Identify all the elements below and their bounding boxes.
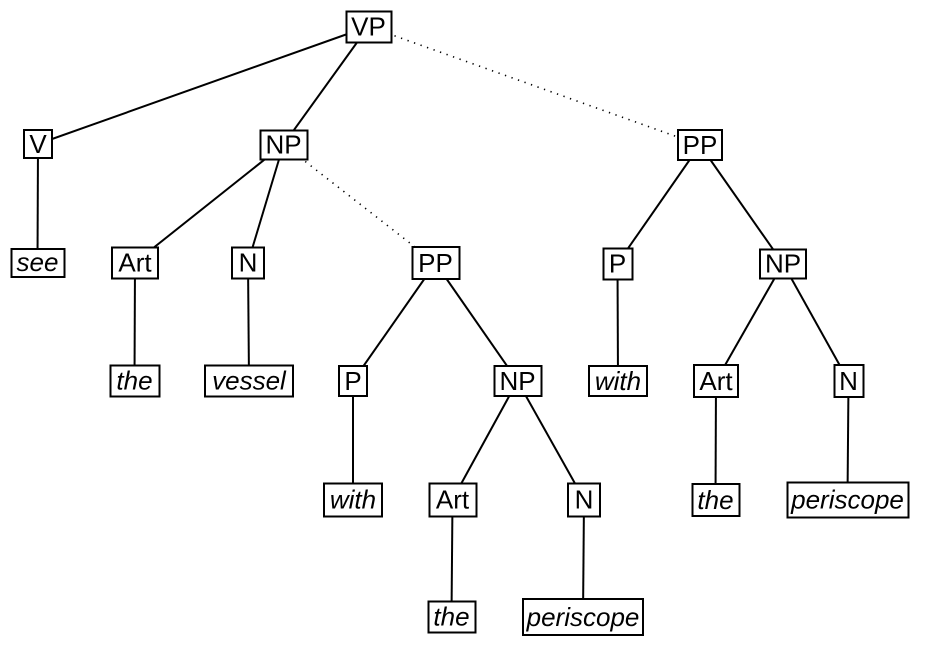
tree-node-pp1: PP (411, 246, 460, 280)
tree-edge-n3-per3 (846, 380, 850, 500)
tree-edge-n1-ves (247, 262, 250, 381)
tree-edge-p2-with2 (616, 263, 619, 382)
tree-node-np3: NP (759, 248, 807, 279)
tree-edge-vp-v (37, 25, 369, 145)
tree-node-art3: Art (693, 364, 739, 398)
tree-node-np2: NP (493, 365, 542, 397)
tree-node-p2: P (602, 247, 633, 280)
tree-edge-np3-art3 (715, 263, 784, 382)
tree-node-n2: N (567, 482, 601, 517)
tree-edge-np1-art1 (134, 143, 285, 264)
tree-leaf-see: see (10, 247, 65, 278)
tree-leaf-the1: the (109, 364, 160, 397)
tree-edge-np2-n2 (516, 380, 585, 500)
tree-edge-np2-art2 (451, 380, 519, 500)
tree-leaf-ves: vessel (204, 364, 294, 397)
tree-leaf-the3: the (691, 483, 740, 517)
tree-node-pp2: PP (677, 129, 723, 161)
tree-node-n3: N (833, 364, 864, 398)
tree-edge-vp-pp2-dotted (368, 25, 701, 146)
tree-edge-n2-per2 (582, 499, 585, 618)
tree-leaf-per2: periscope (522, 598, 644, 636)
tree-leaf-with2: with (588, 365, 648, 397)
tree-leaf-with1: with (323, 482, 383, 517)
tree-node-np1: NP (259, 129, 308, 160)
tree-node-art1: Art (111, 246, 159, 279)
tree-leaf-the2: the (427, 600, 476, 633)
tree-node-n1: N (231, 246, 265, 279)
tree-node-vp: VP (345, 10, 392, 43)
tree-edge-pp1-np2 (434, 262, 519, 382)
tree-edge-pp2-np3 (699, 144, 784, 265)
tree-edge-vp-np1 (282, 25, 370, 146)
tree-edge-np3-n3 (782, 263, 850, 382)
tree-node-v: V (23, 129, 53, 159)
tree-node-art2: Art (428, 482, 477, 517)
tree-edge-art3-the3 (714, 380, 717, 501)
tree-edge-pp1-p1 (352, 262, 437, 382)
tree-edge-art2-the2 (450, 499, 454, 617)
tree-edge-np1-n1 (247, 144, 285, 263)
tree-edge-art1-the1 (133, 262, 136, 381)
tree-node-p1: P (338, 365, 368, 397)
tree-edge-pp2-p2 (616, 144, 701, 265)
tree-edge-v-see (36, 143, 39, 263)
tree-leaf-per3: periscope (786, 481, 909, 518)
